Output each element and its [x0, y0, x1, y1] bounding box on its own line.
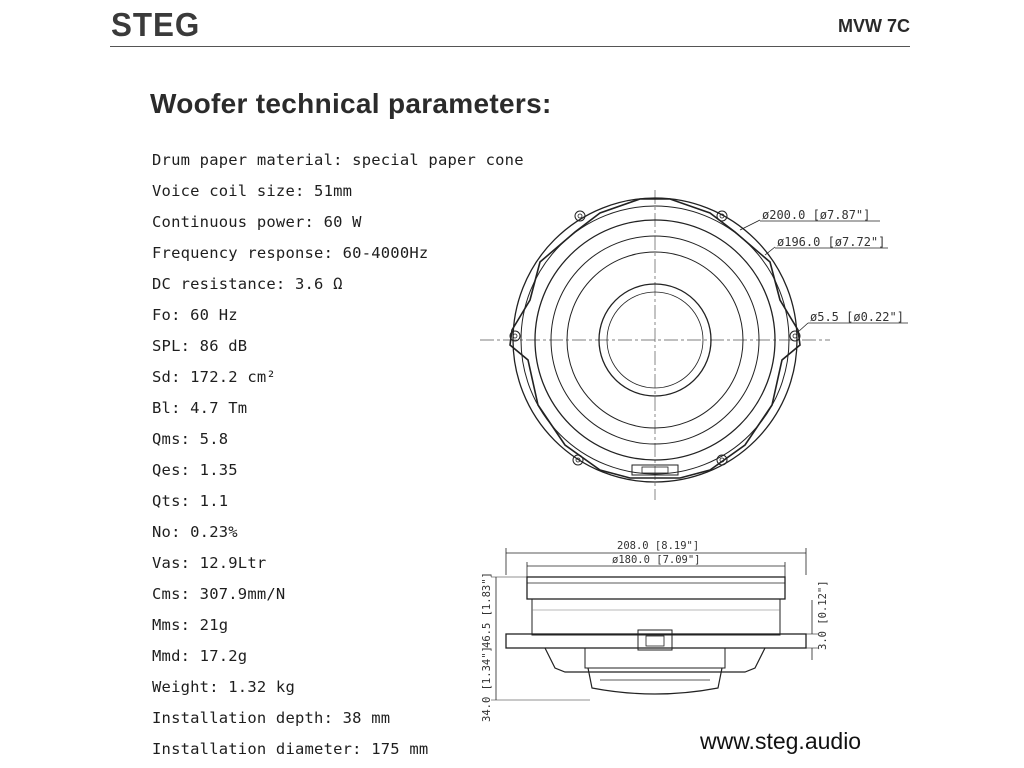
spec-list: Drum paper material: special paper cone …	[152, 147, 524, 767]
spec-item: Fo: 60 Hz	[152, 306, 238, 324]
spec-item: Sd: 172.2 cm²	[152, 368, 276, 386]
spec-item: Weight: 1.32 kg	[152, 678, 295, 696]
dim-outer-diameter: ø200.0 [ø7.87"]	[762, 208, 870, 222]
spec-item: Voice coil size: 51mm	[152, 182, 353, 200]
dim-total-height: 46.5 [1.83"]	[481, 572, 493, 648]
dim-overall-width: 208.0 [8.19"]	[617, 540, 699, 552]
spec-item: Qts: 1.1	[152, 492, 229, 510]
model-name: MVW 7C	[838, 16, 910, 36]
spec-item: Mms: 21g	[152, 616, 229, 634]
side-view-drawing	[491, 548, 818, 701]
spec-item: Vas: 12.9Ltr	[152, 554, 267, 572]
dim-inner-diameter: ø196.0 [ø7.72"]	[777, 235, 885, 249]
spec-item: Frequency response: 60-4000Hz	[152, 244, 429, 262]
spec-item: Qes: 1.35	[152, 461, 238, 479]
dim-hole-diameter: ø5.5 [ø0.22"]	[810, 310, 904, 324]
spec-item: Drum paper material: special paper cone	[152, 151, 524, 169]
spec-item: Cms: 307.9mm/N	[152, 585, 286, 603]
spec-item: DC resistance: 3.6 Ω	[152, 275, 343, 293]
spec-item: Bl: 4.7 Tm	[152, 399, 248, 417]
spec-item: Qms: 5.8	[152, 430, 229, 448]
front-view-drawing	[480, 190, 908, 500]
header-divider	[110, 46, 910, 47]
spec-item: SPL: 86 dB	[152, 337, 248, 355]
dim-cone-diameter: ø180.0 [7.09"]	[612, 554, 701, 566]
spec-item: Continuous power: 60 W	[152, 213, 362, 231]
brand-logo: STEG	[111, 6, 201, 43]
dim-flange-thickness: 3.0 [0.12"]	[817, 580, 829, 650]
dim-lower-height: 34.0 [1.34"]	[481, 646, 493, 722]
spec-item: Installation diameter: 175 mm	[152, 740, 429, 758]
website-link[interactable]: www.steg.audio	[700, 728, 862, 754]
spec-item: Mmd: 17.2g	[152, 647, 248, 665]
page-title: Woofer technical parameters:	[150, 88, 552, 119]
spec-item: No: 0.23%	[152, 523, 238, 541]
spec-item: Installation depth: 38 mm	[152, 709, 391, 727]
